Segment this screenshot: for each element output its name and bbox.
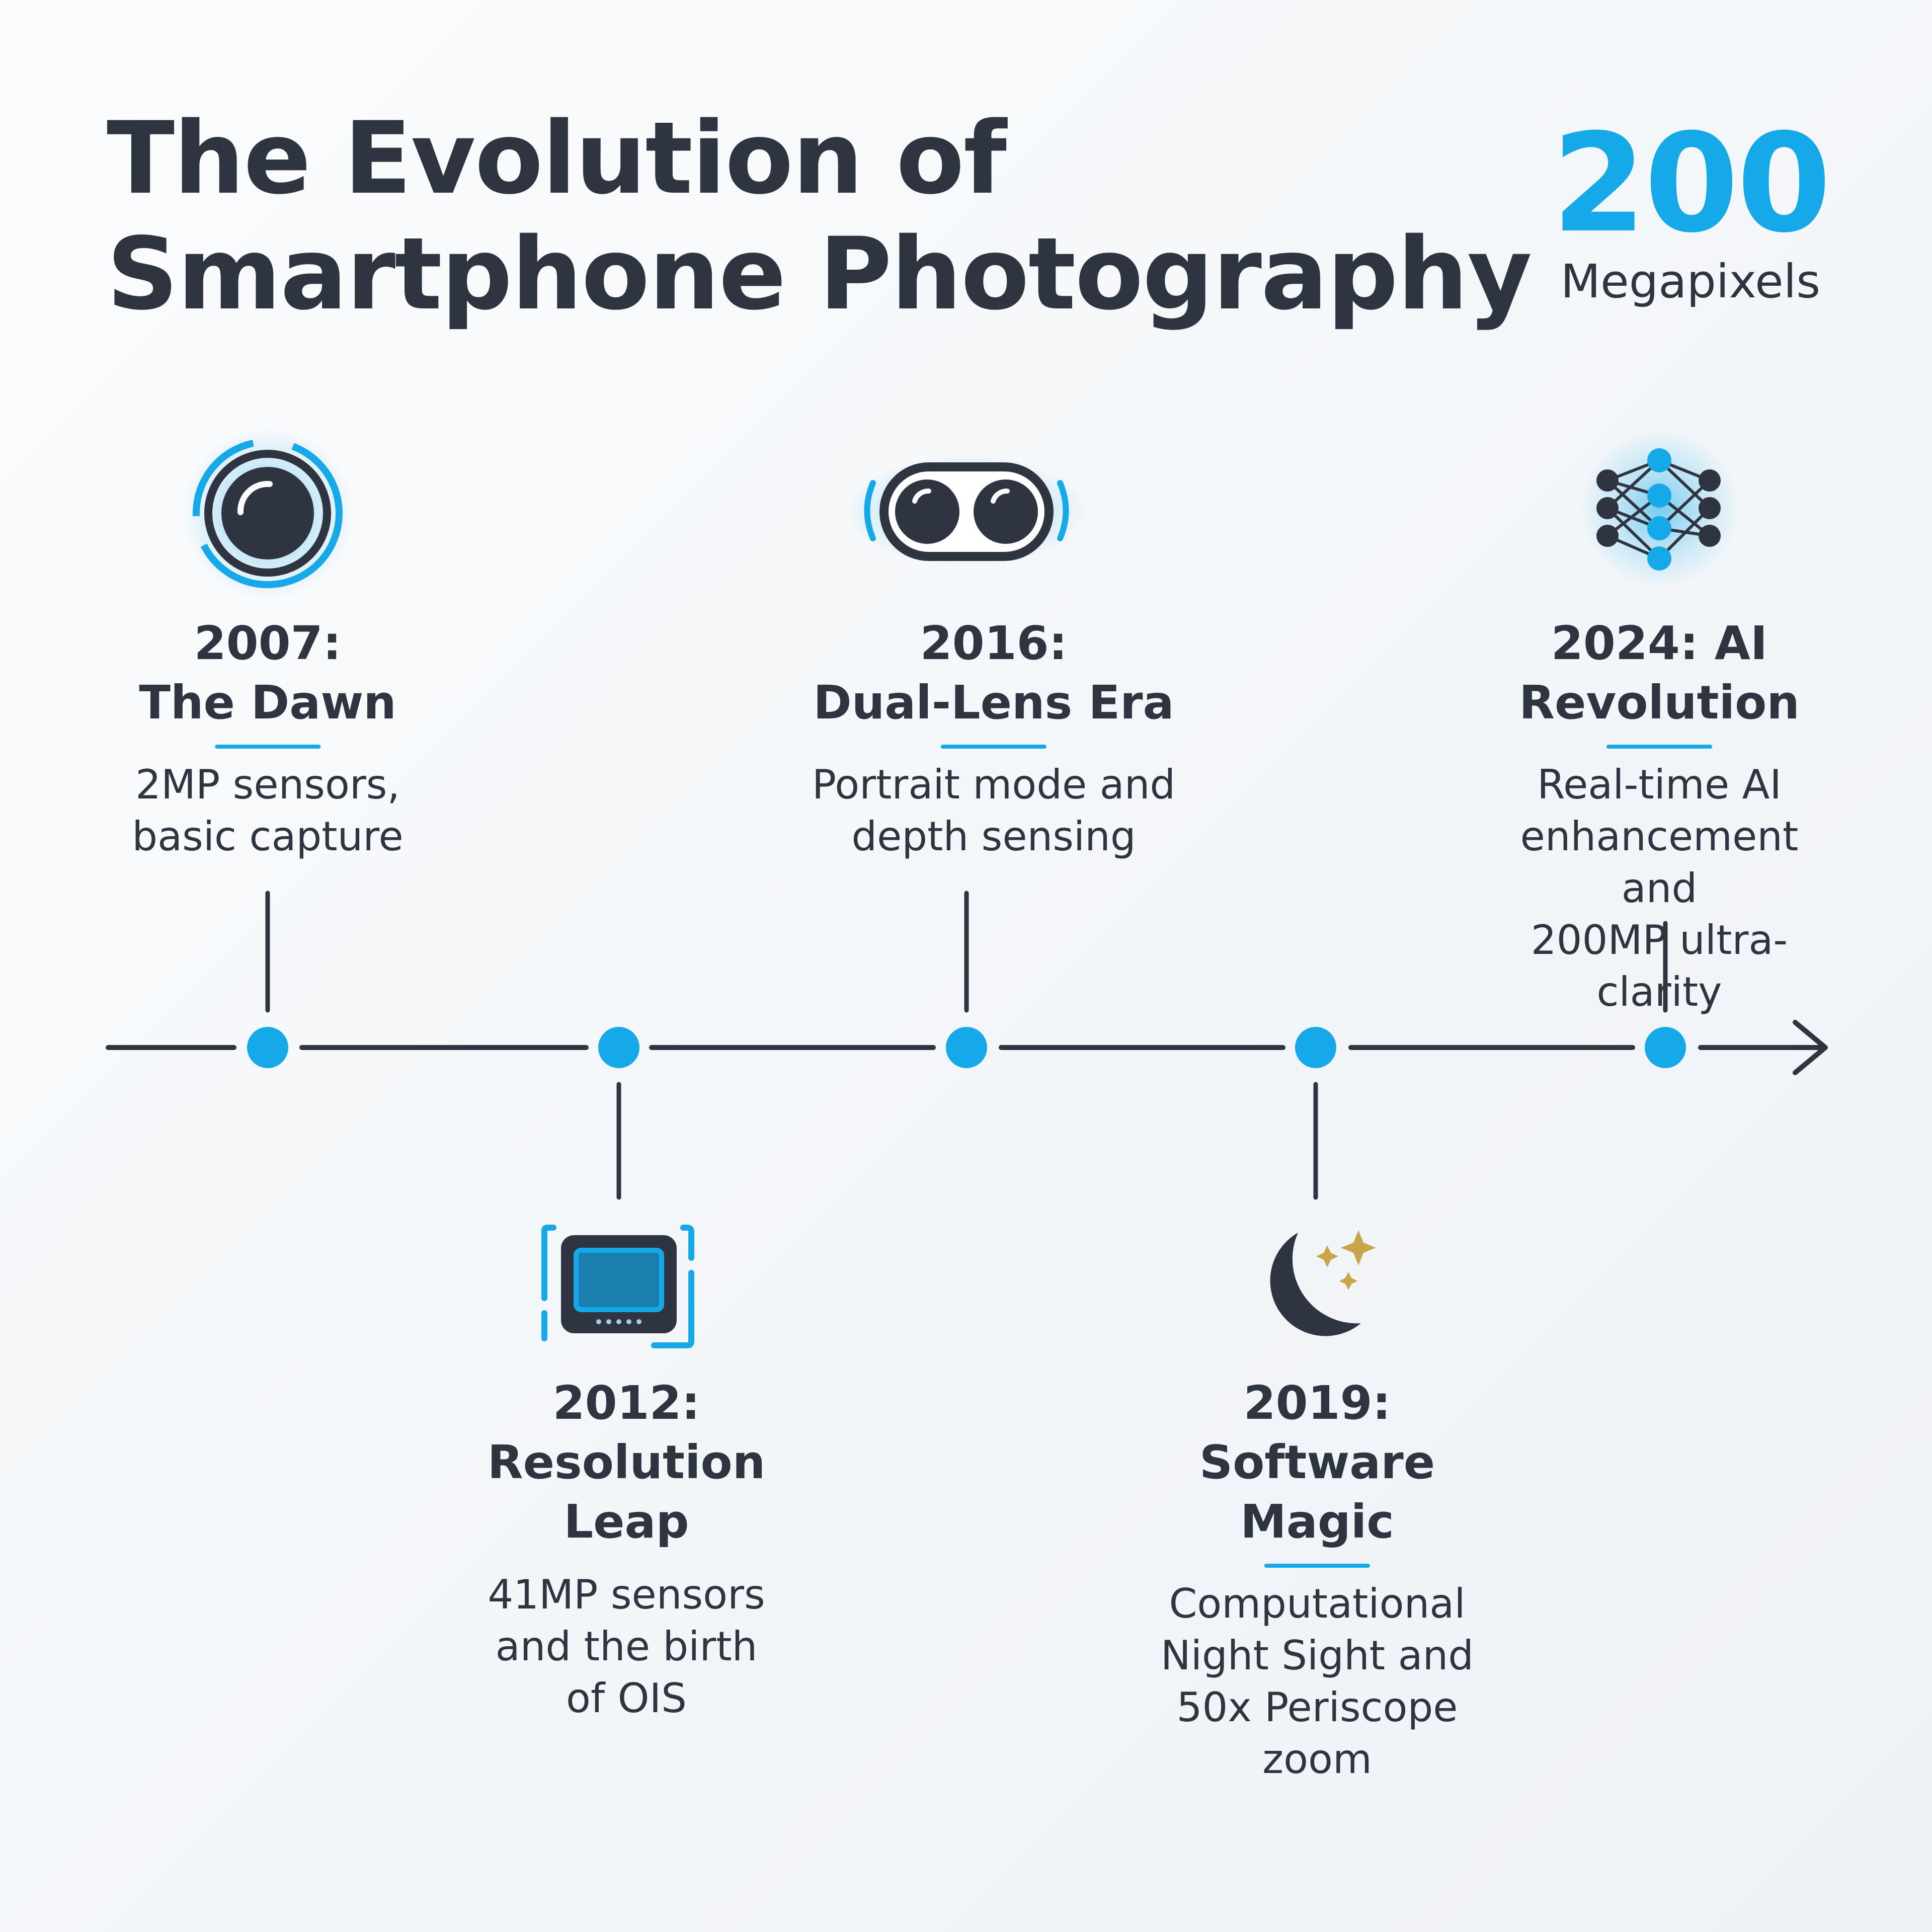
event-heading: 2024: AI Revolution <box>1519 616 1800 730</box>
timeline-node-2024 <box>1645 1027 1686 1068</box>
event-heading: 2012: Resolution Leap <box>487 1376 766 1549</box>
event-heading: 2019: Software Magic <box>1199 1376 1435 1549</box>
megapixel-stat: 200 Megapixels <box>1509 108 1872 309</box>
event-heading: 2007: The Dawn <box>139 616 396 730</box>
timeline-node-2012 <box>598 1027 639 1068</box>
event-2007: 2007: The Dawn 2MP sensors, basic captur… <box>132 614 403 862</box>
heading-underline <box>1264 1564 1370 1568</box>
timeline-node-2016 <box>946 1027 987 1068</box>
event-description: 2MP sensors, basic capture <box>132 761 404 860</box>
stat-value: 200 <box>1552 104 1831 263</box>
image-sensor-icon <box>541 1225 694 1348</box>
event-description: Computational Night Sight and 50x Perisc… <box>1160 1580 1474 1783</box>
timeline-node-2019 <box>1295 1027 1336 1068</box>
heading-underline <box>1606 745 1712 749</box>
event-description: Real-time AI enhancement and 200MP ultra… <box>1520 761 1799 1015</box>
timeline-axis <box>106 1020 1828 1075</box>
timeline-node-2007 <box>247 1027 288 1068</box>
event-description: 41MP sensors and the birth of OIS <box>488 1571 765 1722</box>
camera-lens-icon <box>182 428 353 599</box>
stat-unit: Megapixels <box>1560 255 1821 308</box>
heading-underline <box>941 745 1046 749</box>
title-line-1: The Evolution of <box>107 100 1007 216</box>
dual-lens-icon <box>846 455 1087 566</box>
event-2012: 2012: Resolution Leap 41MP sensors and t… <box>488 1374 765 1724</box>
event-2016: 2016: Dual-Lens Era Portrait mode and de… <box>812 614 1175 862</box>
neural-network-icon <box>1579 428 1740 589</box>
moon-stars-icon <box>1270 1230 1376 1336</box>
heading-underline <box>215 745 320 749</box>
page-title: The Evolution of Smartphone Photography <box>107 100 1532 332</box>
event-description: Portrait mode and depth sensing <box>812 761 1176 860</box>
event-heading: 2016: Dual-Lens Era <box>813 616 1174 730</box>
event-2019: 2019: Software Magic Computational Night… <box>1161 1374 1474 1785</box>
title-line-2: Smartphone Photography <box>107 216 1532 332</box>
timeline-arrow-icon <box>1793 1020 1828 1075</box>
event-2024: 2024: AI Revolution Real-time AI enhance… <box>1519 614 1800 1018</box>
